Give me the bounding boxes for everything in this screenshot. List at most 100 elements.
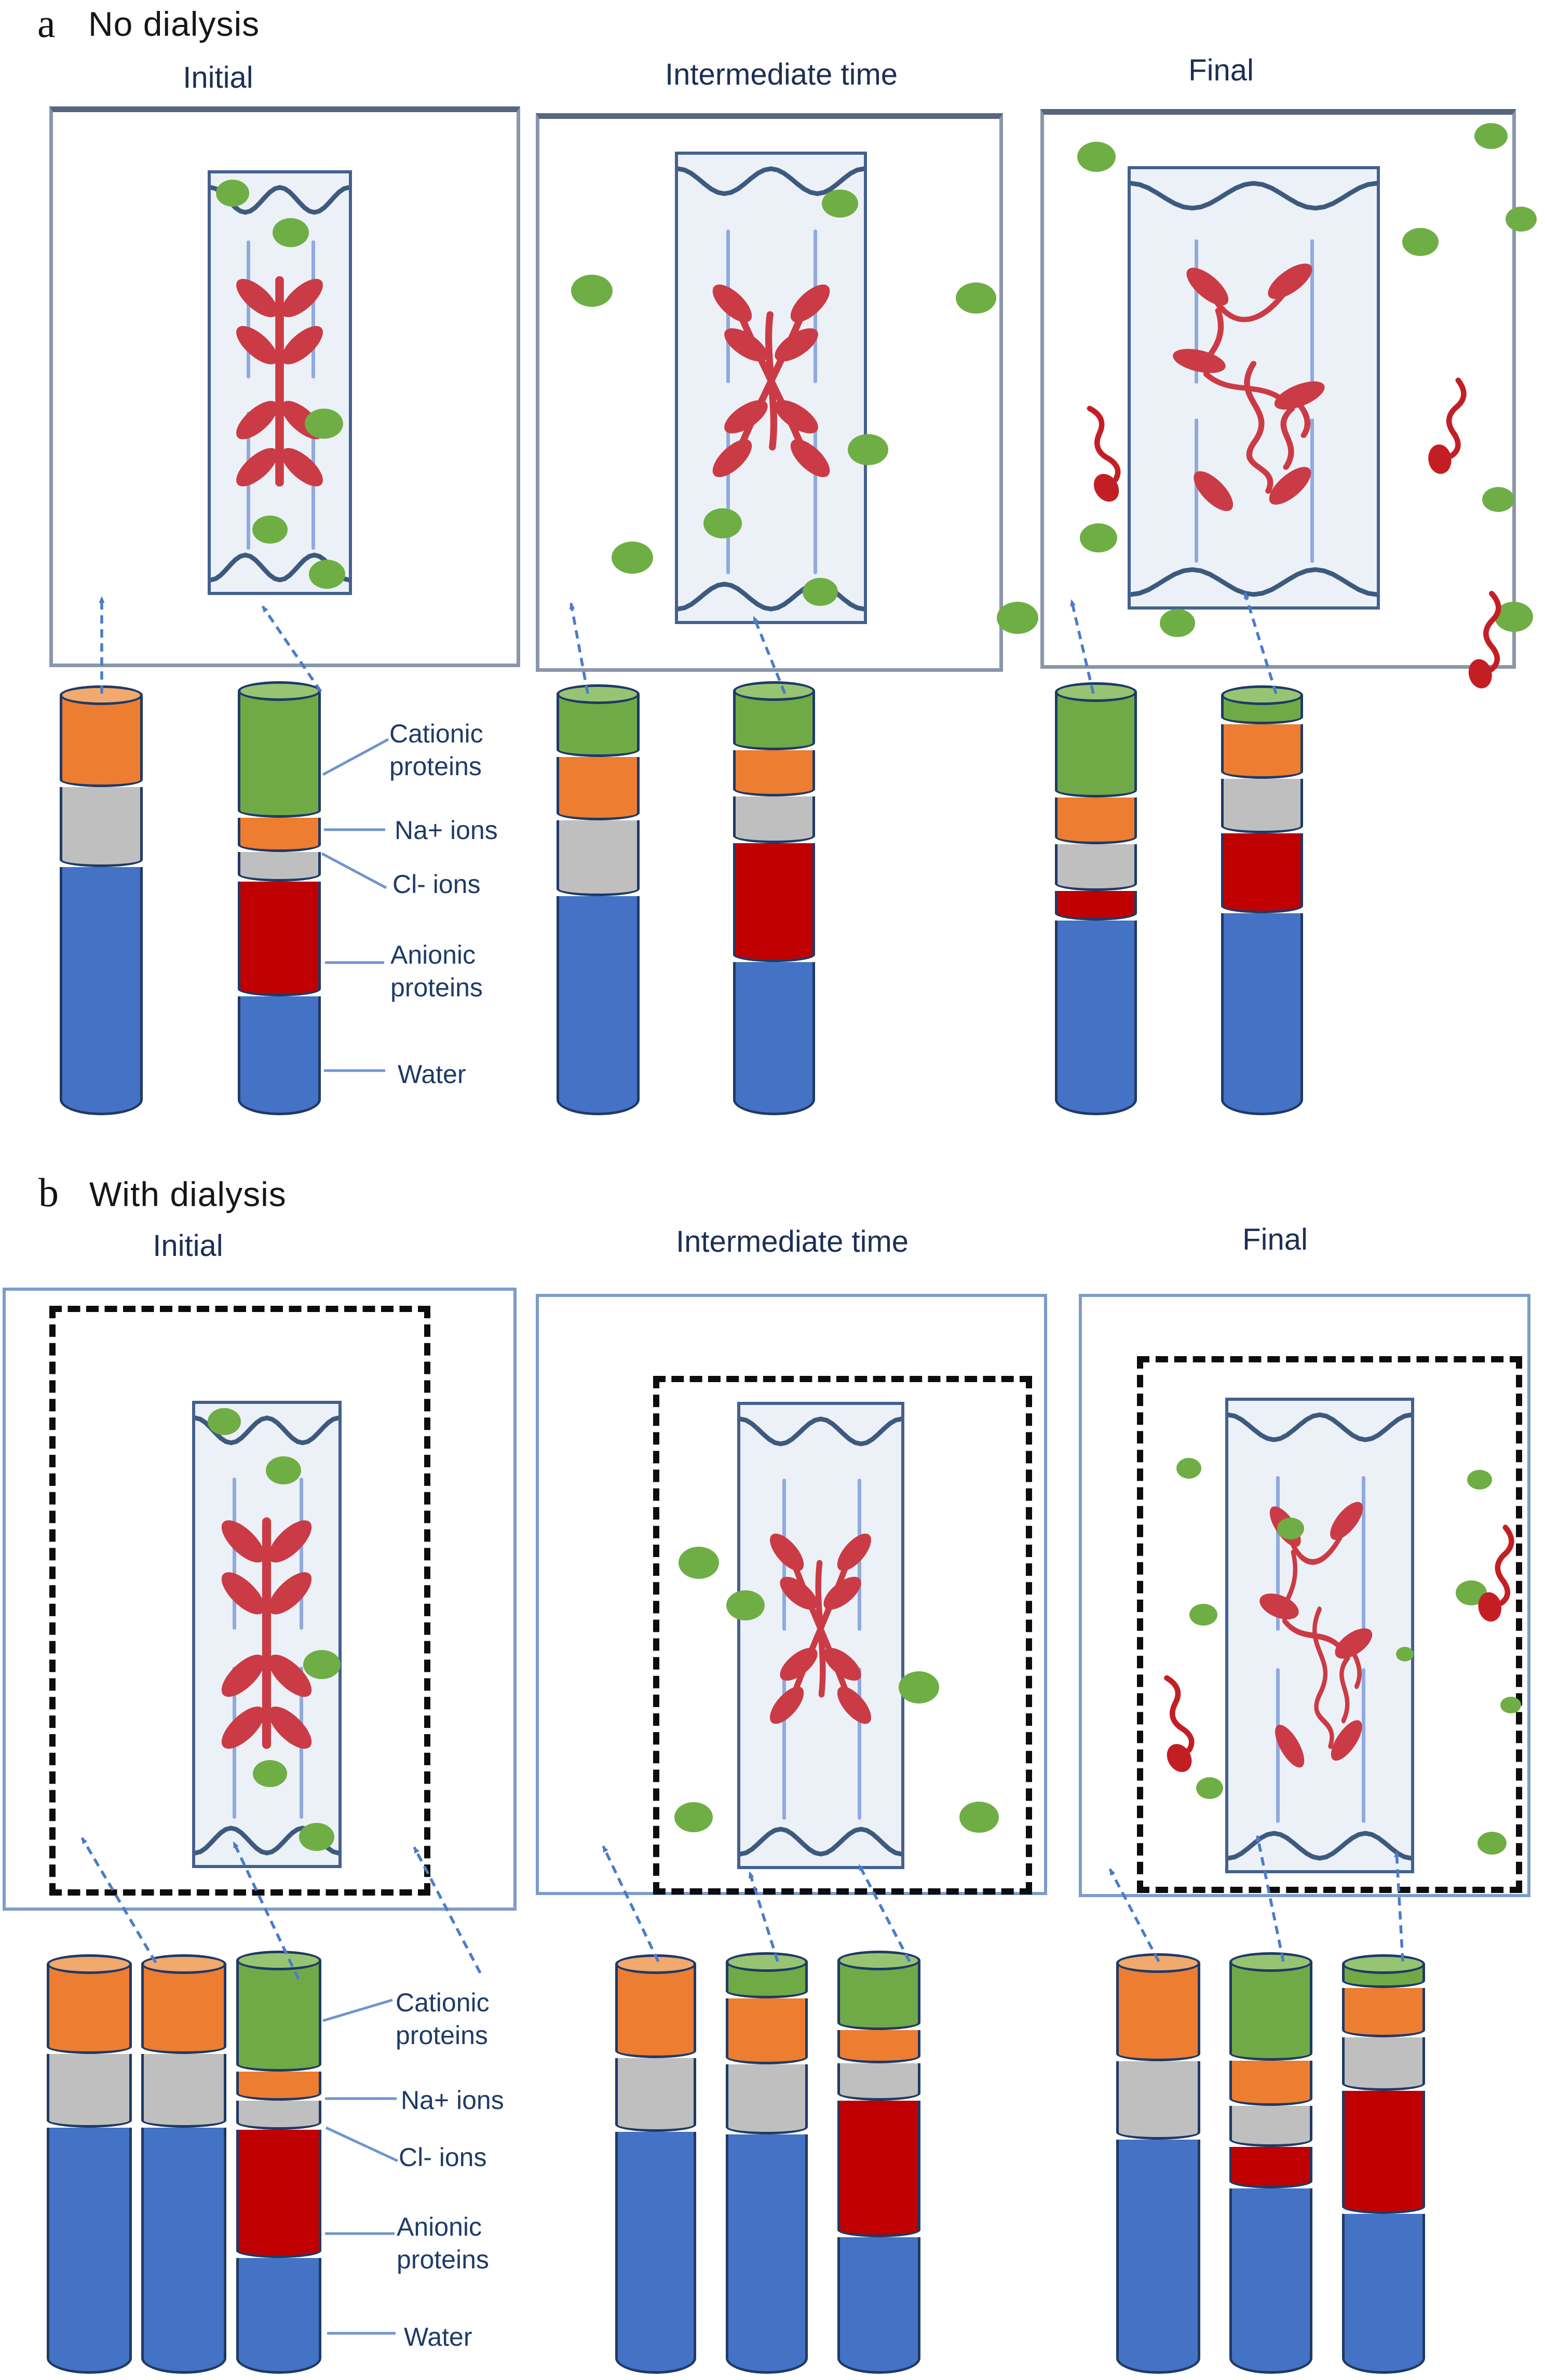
bar-segment-cl (1221, 778, 1303, 834)
dialysis-membrane-wave (1228, 1412, 1411, 1442)
composition-bar-a-initial-drop (238, 681, 321, 1115)
legend-na-ions-b: Na+ ions (401, 2086, 504, 2115)
legend-na-ions-a: Na+ ions (395, 816, 498, 845)
protein-crystal-icon (712, 285, 830, 477)
bar-segment-na (1221, 724, 1303, 779)
bar-cap (238, 681, 321, 701)
bar-segment-na (47, 1964, 132, 2054)
bar-segment-cl (733, 796, 815, 844)
bar-cap (1221, 685, 1303, 705)
bar-segment-anionic (1342, 2090, 1425, 2214)
composition-bar-b-intermediate-outer (615, 1954, 696, 2374)
bar-segment-na (60, 695, 143, 788)
composition-bar-b-final-buffer (1229, 1952, 1312, 2374)
composition-bar-a-initial-outer (60, 685, 143, 1115)
legend-leader-line (322, 1998, 393, 2022)
legend-anionic-proteins-a: Anionic proteins (390, 940, 483, 1002)
bar-segment-cationic (557, 694, 640, 757)
bar-segment-water (557, 896, 640, 1115)
bar-segment-cl (47, 2053, 132, 2128)
composition-bar-b-initial-outer (47, 1954, 132, 2374)
bar-cap (1229, 1952, 1312, 1972)
bar-segment-na (615, 1964, 696, 2058)
capillary-wall-line (300, 1478, 303, 1630)
bar-segment-na (1342, 1988, 1425, 2038)
capillary-wall-line (858, 1668, 861, 1820)
capillary-wall-line (1276, 1476, 1280, 1631)
drop-cell-a-initial (208, 170, 352, 595)
bar-segment-cationic (236, 1960, 321, 2072)
bar-segment-na (236, 2072, 321, 2101)
composition-bar-b-final-outer (1116, 1953, 1200, 2374)
capillary-wall-line (1310, 239, 1314, 384)
drop-cell-b-final (1225, 1398, 1414, 1873)
bar-segment-cl (60, 787, 143, 868)
bar-cap (236, 1951, 321, 1970)
dialysis-membrane-wave (740, 1827, 901, 1857)
bar-segment-anionic (1229, 2147, 1312, 2188)
panel-a-heading: No dialysis (88, 5, 260, 43)
bar-cap (557, 684, 640, 704)
dialysis-membrane-wave (740, 1416, 901, 1446)
bar-segment-water (1229, 2188, 1312, 2374)
bar-segment-anionic (1055, 890, 1137, 921)
composition-bar-a-intermediate-drop (733, 681, 815, 1115)
bar-segment-cl (1055, 844, 1137, 891)
bar-segment-na (238, 818, 321, 852)
bar-segment-anionic (837, 2100, 920, 2237)
bar-segment-water (47, 2127, 132, 2374)
capillary-wall-line (1195, 239, 1198, 384)
bar-segment-cl (141, 2053, 226, 2128)
composition-bar-b-intermediate-drop (837, 1951, 920, 2374)
bar-segment-na (557, 756, 640, 820)
protein-crystal-icon (236, 276, 323, 487)
stage-title-b-final: Final (1242, 1223, 1308, 1256)
composition-bar-a-final-drop (1221, 685, 1303, 1115)
bar-segment-cl (557, 820, 640, 896)
dialysis-membrane-wave (1131, 181, 1377, 211)
bar-segment-na (1116, 1963, 1200, 2062)
bar-segment-cationic (1229, 1962, 1312, 2061)
panel-a-letter: a (37, 1, 56, 46)
bar-cap (1055, 682, 1137, 702)
capillary-wall-line (1195, 418, 1198, 563)
legend-cationic-proteins-a: Cationic proteins (389, 719, 483, 781)
legend-leader-line (322, 738, 389, 776)
bar-segment-cl (1116, 2061, 1200, 2140)
legend-cationic-proteins-b: Cationic proteins (396, 1988, 490, 2050)
bar-segment-na (141, 1964, 226, 2054)
drop-cell-b-intermediate (737, 1402, 904, 1869)
bar-segment-water (615, 2131, 696, 2374)
bar-segment-cl (238, 851, 321, 882)
bar-segment-cl (837, 2063, 920, 2101)
stage-title-b-intermediate: Intermediate time (675, 1225, 909, 1259)
bar-segment-water (837, 2237, 920, 2374)
composition-bar-b-initial-drop (236, 1951, 321, 2374)
bar-segment-cationic (1055, 692, 1137, 797)
bar-segment-na (1055, 797, 1137, 844)
legend-anionic-proteins-b: Anionic proteins (397, 2212, 489, 2274)
bar-segment-water (238, 996, 321, 1115)
salt-ion-dot (997, 602, 1038, 634)
stage-title-a-initial: Initial (183, 61, 253, 94)
capillary-wall-line (1362, 1476, 1365, 1631)
bar-segment-water (1116, 2139, 1200, 2374)
drop-cell-a-intermediate (675, 152, 867, 624)
bar-segment-anionic (733, 843, 815, 963)
dialysis-membrane-wave (211, 552, 349, 583)
protein-aggregate-icon (1173, 263, 1325, 511)
dialysis-membrane-wave (678, 582, 864, 612)
bar-cap (733, 681, 815, 701)
bar-segment-cationic (837, 1960, 920, 2031)
bar-segment-na (1229, 2060, 1312, 2106)
panel-b-letter: b (38, 1170, 59, 1215)
bar-segment-na (726, 1998, 808, 2065)
protein-aggregate-icon (1259, 1502, 1373, 1768)
protein-crystal-icon (221, 1517, 312, 1749)
bar-segment-cl (236, 2100, 321, 2130)
legend-leader-line (321, 852, 387, 889)
bar-segment-anionic (1221, 833, 1303, 914)
bar-segment-cationic (238, 691, 321, 818)
dialysis-membrane-wave (195, 1415, 338, 1445)
